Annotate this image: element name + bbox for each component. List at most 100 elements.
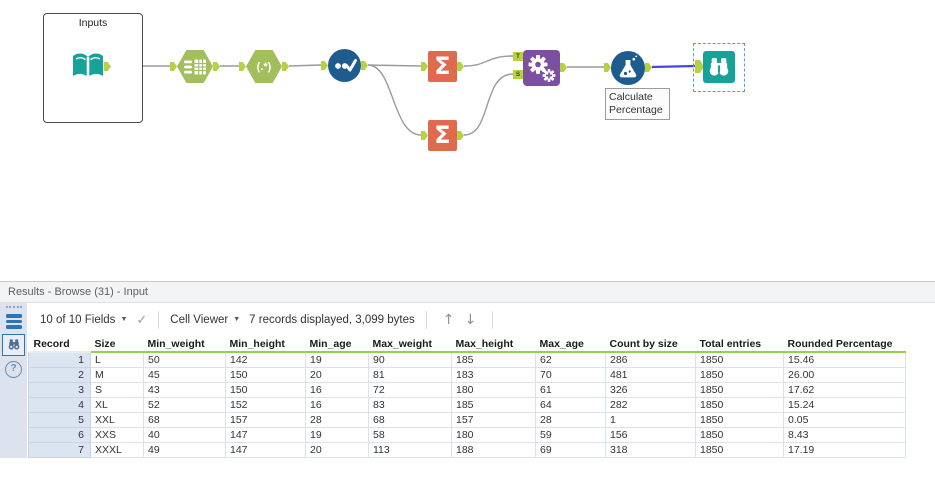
data-cell[interactable]: 15.24	[783, 397, 906, 413]
apply-check-icon[interactable]: ✓	[136, 311, 148, 327]
cell-viewer-dropdown[interactable]: Cell Viewer ▼	[170, 314, 240, 326]
output-anchor[interactable]	[645, 63, 652, 72]
data-cell[interactable]: 481	[605, 367, 696, 383]
data-cell[interactable]: 1	[605, 412, 696, 428]
data-cell[interactable]: 157	[451, 412, 536, 428]
scroll-down-icon[interactable]: ↓	[464, 311, 477, 328]
input-data-tool[interactable]	[71, 50, 105, 87]
output-anchor[interactable]	[282, 62, 289, 71]
data-cell[interactable]: 19	[305, 427, 369, 443]
input-anchor[interactable]	[421, 62, 428, 71]
data-cell[interactable]: 0.05	[783, 412, 906, 428]
connection[interactable]	[367, 64, 422, 67]
data-cell[interactable]: 157	[225, 412, 306, 428]
connection-selected[interactable]	[651, 64, 696, 69]
data-cell[interactable]: 49	[143, 442, 226, 458]
data-cell[interactable]: 61	[535, 382, 606, 398]
data-cell[interactable]: 64	[535, 397, 606, 413]
data-cell[interactable]: XXXL	[90, 442, 144, 458]
data-cell[interactable]: 1850	[695, 412, 784, 428]
column-header[interactable]: Min_age	[305, 336, 369, 353]
source-input-anchor[interactable]: S	[513, 70, 523, 79]
summarize-tool-1[interactable]: Σ	[428, 51, 457, 82]
data-cell[interactable]: 1850	[695, 382, 784, 398]
data-cell[interactable]: 16	[305, 397, 369, 413]
data-cell[interactable]: 50	[143, 351, 226, 368]
data-cell[interactable]: 81	[368, 367, 452, 383]
output-anchor[interactable]	[457, 131, 464, 140]
data-cell[interactable]: 20	[305, 367, 369, 383]
browse-view-button[interactable]	[2, 333, 25, 356]
column-header[interactable]: Min_height	[225, 336, 306, 353]
formula-tool[interactable]	[611, 51, 645, 85]
data-cell[interactable]: 28	[305, 412, 369, 428]
data-cell[interactable]: 147	[225, 427, 306, 443]
data-cell[interactable]: XL	[90, 397, 144, 413]
input-anchor[interactable]	[421, 131, 428, 140]
data-cell[interactable]: S	[90, 382, 144, 398]
data-cell[interactable]: 20	[305, 442, 369, 458]
data-cell[interactable]: 185	[451, 397, 536, 413]
data-cell[interactable]: 1850	[695, 351, 784, 368]
data-cell[interactable]: 43	[143, 382, 226, 398]
data-cell[interactable]: 26.00	[783, 367, 906, 383]
data-cell[interactable]: L	[90, 351, 144, 368]
data-cell[interactable]: 62	[535, 351, 606, 368]
data-cell[interactable]: XXL	[90, 412, 144, 428]
data-cell[interactable]: 16	[305, 382, 369, 398]
append-fields-tool[interactable]	[523, 50, 560, 86]
fields-dropdown[interactable]: 10 of 10 Fields ▼	[40, 314, 127, 326]
data-cell[interactable]: 28	[535, 412, 606, 428]
data-cell[interactable]: 68	[143, 412, 226, 428]
data-cell[interactable]: 90	[368, 351, 452, 368]
data-cell[interactable]: 150	[225, 382, 306, 398]
browse-tool[interactable]	[703, 51, 735, 83]
record-cell[interactable]: 1	[28, 351, 91, 368]
workflow-canvas[interactable]: Inputs	[0, 0, 935, 281]
data-cell[interactable]: 17.19	[783, 442, 906, 458]
data-cell[interactable]: 15.46	[783, 351, 906, 368]
data-cell[interactable]: 58	[368, 427, 452, 443]
input-anchor[interactable]	[170, 62, 177, 71]
data-cell[interactable]: 52	[143, 397, 226, 413]
panel-grip[interactable]	[5, 306, 22, 308]
column-header[interactable]: Max_weight	[368, 336, 452, 353]
data-cell[interactable]: 152	[225, 397, 306, 413]
connection[interactable]	[463, 55, 514, 67]
data-cell[interactable]: XXS	[90, 427, 144, 443]
column-header[interactable]: Max_age	[535, 336, 606, 353]
data-cell[interactable]: 59	[535, 427, 606, 443]
data-cell[interactable]: 17.62	[783, 382, 906, 398]
output-anchor[interactable]	[104, 62, 111, 71]
data-cell[interactable]: 1850	[695, 397, 784, 413]
data-cell[interactable]: 326	[605, 382, 696, 398]
column-header[interactable]: Total entries	[695, 336, 784, 353]
connection[interactable]	[367, 64, 422, 136]
help-button[interactable]: ?	[5, 360, 22, 378]
data-cell[interactable]: 45	[143, 367, 226, 383]
data-cell[interactable]: M	[90, 367, 144, 383]
data-cell[interactable]: 156	[605, 427, 696, 443]
data-cell[interactable]: 147	[225, 442, 306, 458]
output-anchor[interactable]	[361, 61, 368, 70]
data-cell[interactable]: 72	[368, 382, 452, 398]
connection[interactable]	[288, 64, 322, 67]
data-cell[interactable]: 180	[451, 427, 536, 443]
output-anchor[interactable]	[213, 62, 220, 71]
connection[interactable]	[463, 73, 514, 136]
data-cell[interactable]: 150	[225, 367, 306, 383]
data-cell[interactable]: 286	[605, 351, 696, 368]
regex-tool[interactable]: (.*)	[246, 50, 282, 83]
data-cleansing-tool[interactable]	[328, 49, 361, 82]
record-cell[interactable]: 3	[28, 382, 91, 398]
input-anchor[interactable]	[239, 62, 246, 71]
tool-container-inputs[interactable]: Inputs	[43, 13, 143, 123]
output-anchor[interactable]	[560, 63, 567, 72]
input-anchor[interactable]	[321, 61, 328, 70]
data-cell[interactable]: 1850	[695, 367, 784, 383]
data-cell[interactable]: 183	[451, 367, 536, 383]
output-anchor[interactable]	[457, 62, 464, 71]
data-cell[interactable]: 69	[535, 442, 606, 458]
data-cell[interactable]: 1850	[695, 427, 784, 443]
metadata-view-icon[interactable]	[5, 314, 22, 329]
